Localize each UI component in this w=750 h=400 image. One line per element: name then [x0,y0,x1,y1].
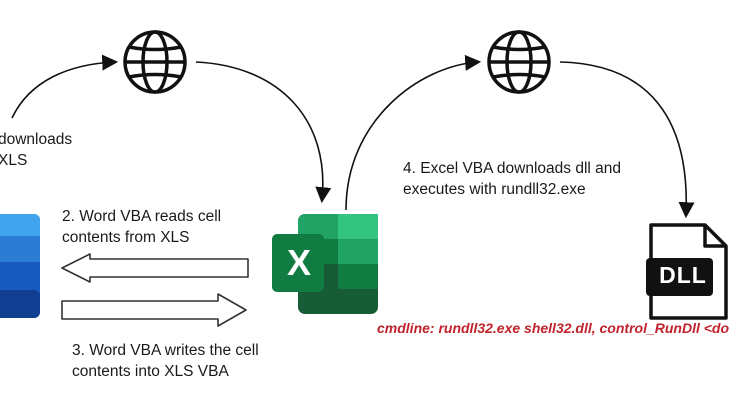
step4-label: 4. Excel VBA downloads dll and executes … [403,158,621,200]
step1-label: downloads XLS [0,129,72,171]
word-icon [0,214,40,318]
globe-icon-right [487,30,551,94]
step2-label: 2. Word VBA reads cell contents from XLS [62,206,221,248]
cmdline-text: cmdline: rundll32.exe shell32.dll, contr… [377,320,730,336]
dll-label: DLL [659,262,707,288]
step4-line2: executes with rundll32.exe [403,181,586,198]
step3-label: 3. Word VBA writes the cell contents int… [72,340,259,382]
excel-icon [272,214,378,314]
arrow-globe-to-dll [559,61,695,219]
step3-line1: 3. Word VBA writes the cell [72,342,259,359]
step3-line2: contents into XLS VBA [72,363,229,380]
step2-line1: 2. Word VBA reads cell [62,208,222,225]
step1-line2: XLS [0,152,28,169]
globe-icon-left [123,30,187,94]
step4-line1: 4. Excel VBA downloads dll and [403,160,621,177]
step1-line1: downloads [0,131,73,148]
dll-file-icon [646,223,728,320]
hollow-arrow-right [61,293,247,327]
excel-letter: X [286,242,311,283]
arrow-word-to-globe [11,54,119,119]
arrow-globe-to-excel [195,61,332,204]
arrow-excel-to-globe [345,54,482,211]
hollow-arrow-left [61,253,249,283]
step2-line2: contents from XLS [62,229,190,246]
